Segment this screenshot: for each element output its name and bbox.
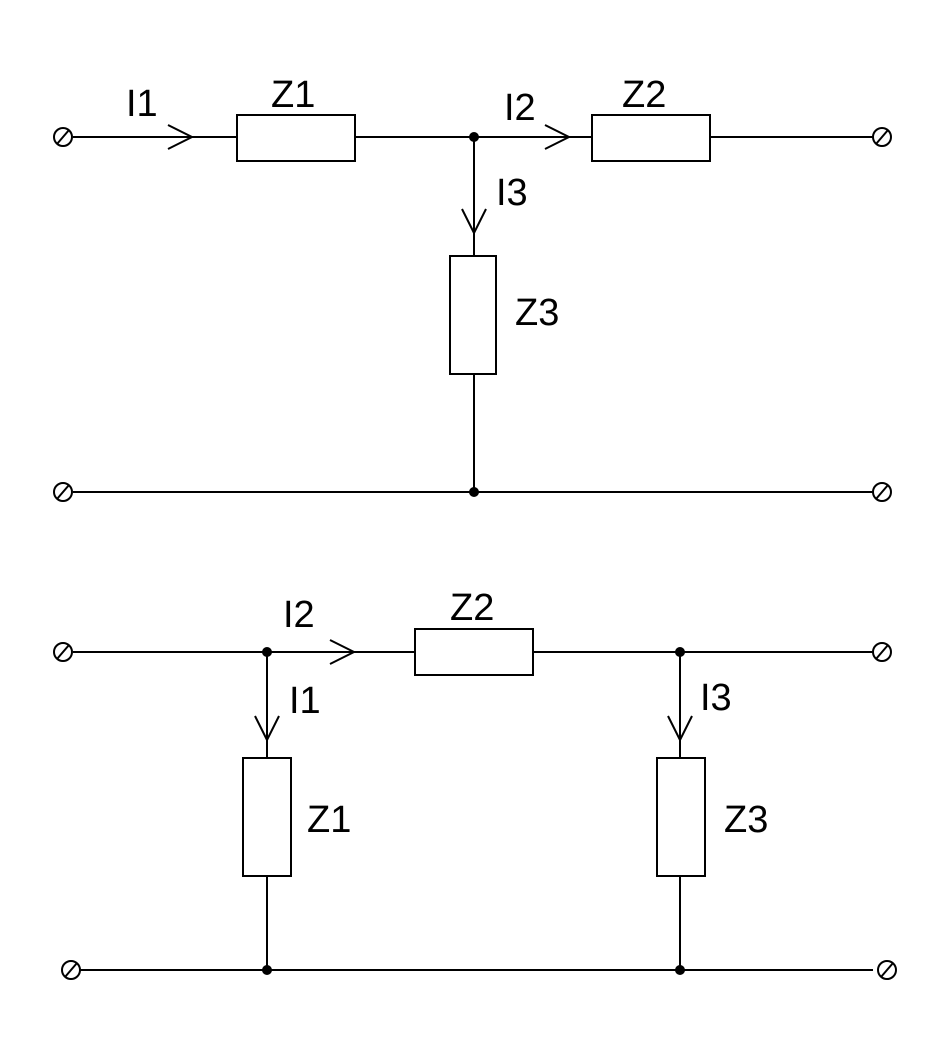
pi-label-i3: I3 <box>700 677 732 719</box>
pi-terminal-out-bottom <box>877 960 897 980</box>
t-label-z3: Z3 <box>515 292 559 334</box>
pi-label-z2: Z2 <box>450 587 494 629</box>
pi-current-i3-arrow <box>667 715 693 743</box>
t-terminal-out-top <box>872 127 892 147</box>
t-label-i1: I1 <box>126 83 158 125</box>
t-current-i1-arrow <box>167 124 195 150</box>
t-terminal-in-top <box>53 127 73 147</box>
pi-current-i2-arrow <box>329 639 357 665</box>
t-terminal-in-bottom <box>53 482 73 502</box>
pi-impedance-z1 <box>242 757 292 877</box>
t-label-i3: I3 <box>496 172 528 214</box>
t-impedance-z1 <box>236 114 356 162</box>
pi-network: I2 Z2 I1 Z1 I3 Z3 <box>53 587 897 980</box>
t-node-bottom <box>469 487 479 497</box>
pi-label-z1: Z1 <box>307 799 351 841</box>
pi-impedance-z2 <box>414 628 534 676</box>
pi-label-z3: Z3 <box>724 799 768 841</box>
t-label-z2: Z2 <box>622 74 666 116</box>
pi-node-top-left <box>262 647 272 657</box>
t-terminal-out-bottom <box>872 482 892 502</box>
t-node-top <box>469 132 479 142</box>
pi-terminal-out-top <box>872 642 892 662</box>
pi-label-i2: I2 <box>283 594 315 636</box>
pi-node-top-right <box>675 647 685 657</box>
t-impedance-z2 <box>591 114 711 162</box>
pi-label-i1: I1 <box>289 680 321 722</box>
t-impedance-z3 <box>449 255 497 375</box>
t-network: I1 Z1 I2 Z2 I3 Z3 <box>53 74 892 502</box>
pi-current-i1-arrow <box>254 715 280 743</box>
t-label-z1: Z1 <box>271 74 315 116</box>
pi-node-bottom-left <box>262 965 272 975</box>
pi-terminal-in-bottom <box>61 960 81 980</box>
t-current-i2-arrow <box>544 124 572 150</box>
pi-impedance-z3 <box>656 757 706 877</box>
pi-terminal-in-top <box>53 642 73 662</box>
t-current-i3-arrow <box>461 208 487 236</box>
pi-node-bottom-right <box>675 965 685 975</box>
t-label-i2: I2 <box>504 87 536 129</box>
